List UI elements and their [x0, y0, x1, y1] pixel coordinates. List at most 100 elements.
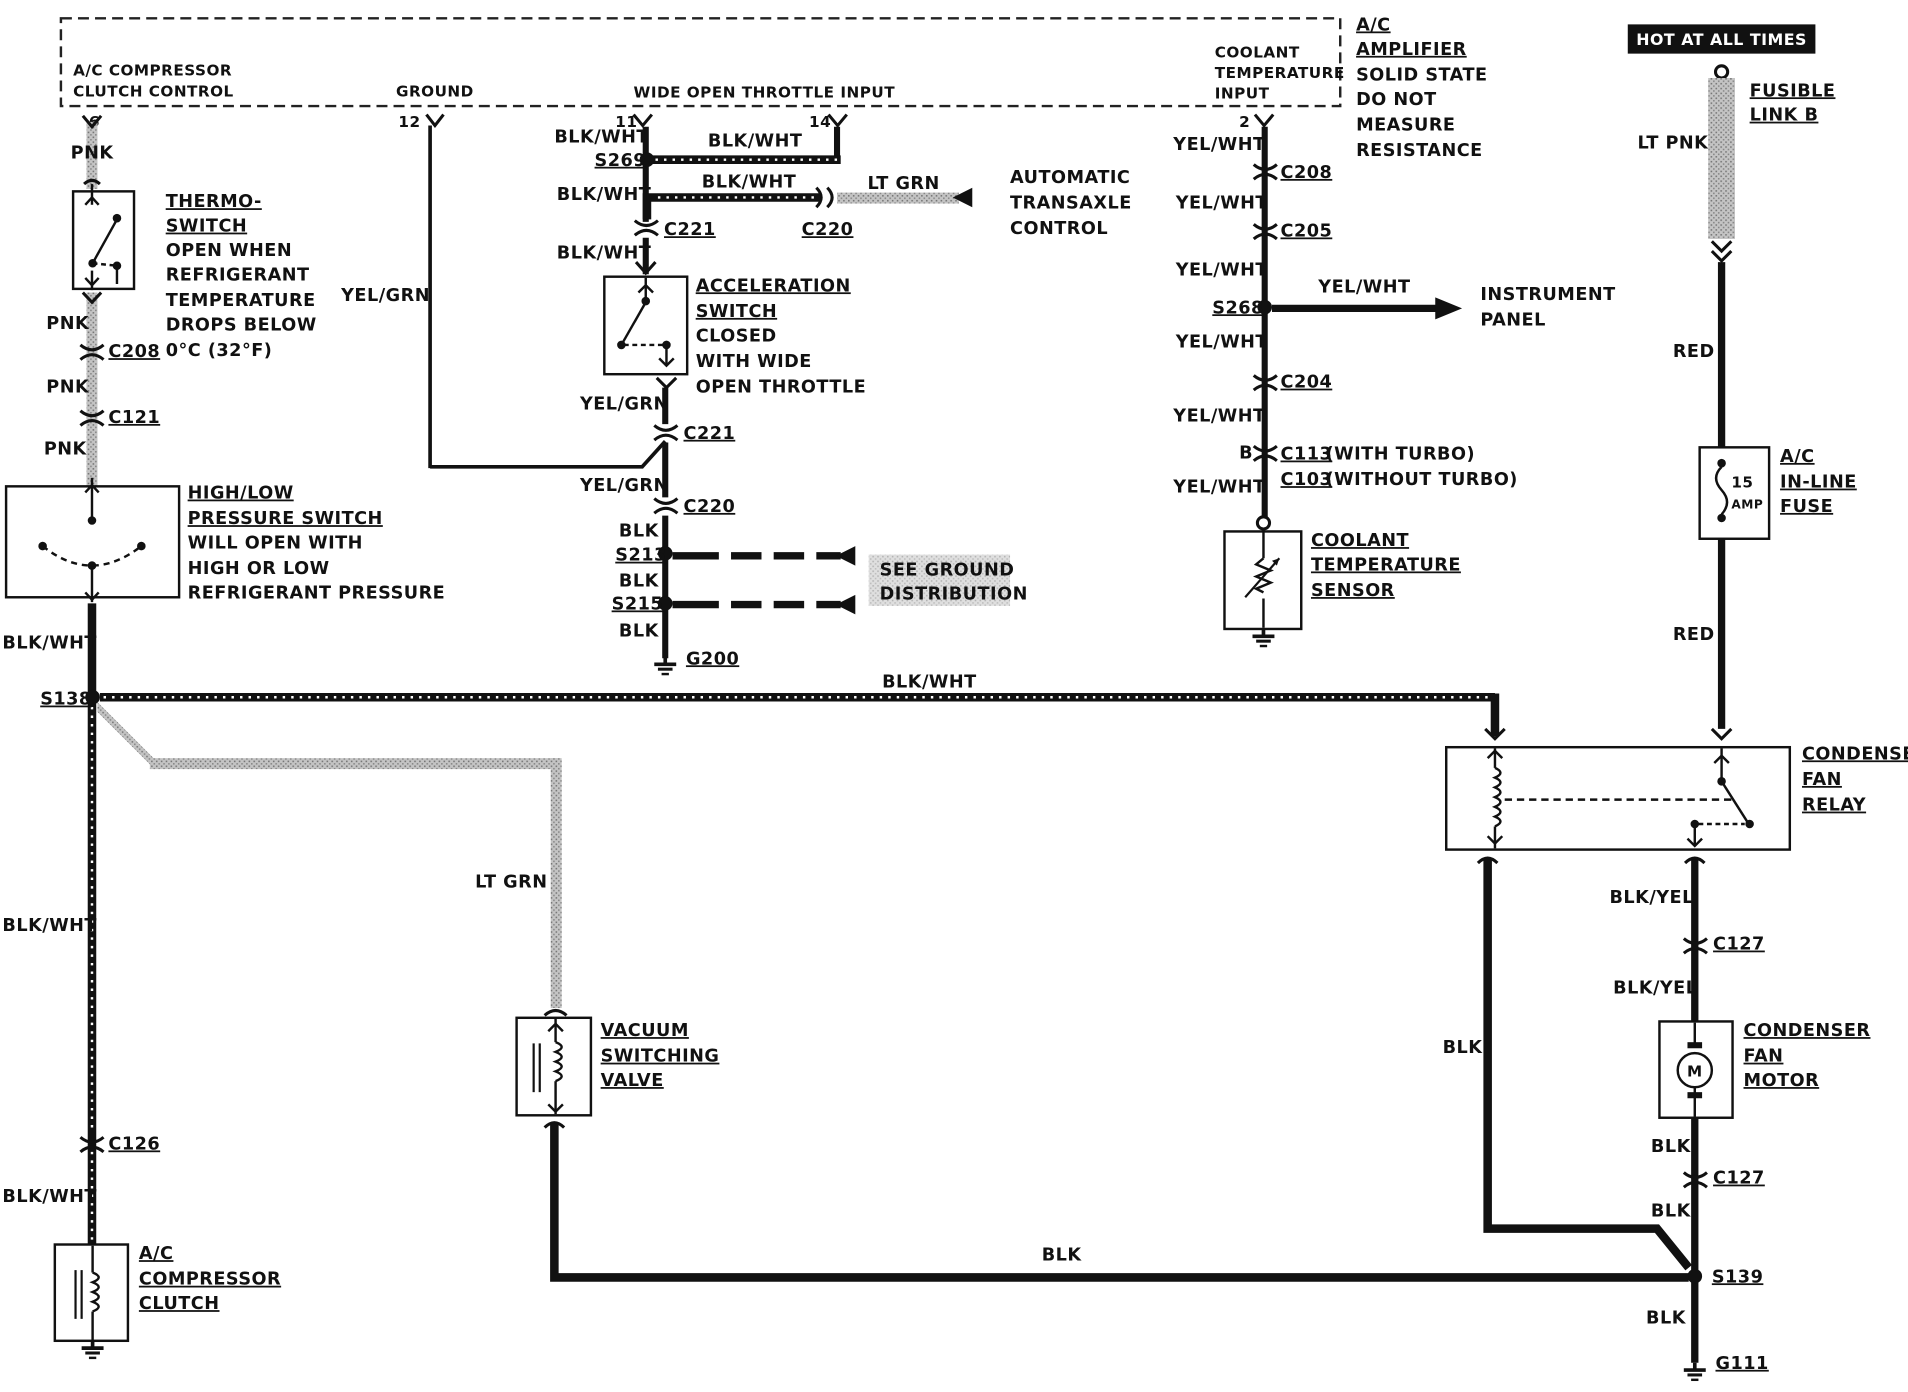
wire-label-yel-wht-3: YEL/WHT — [1175, 260, 1268, 280]
fusible-link-title-2: LINK B — [1750, 106, 1819, 126]
amp-coolant-input-1: COOLANT — [1215, 43, 1300, 61]
coolant-sensor-symbol — [1223, 515, 1303, 648]
compressor-clutch-title-1: A/C — [139, 1244, 174, 1264]
pressure-switch-title-1: HIGH/LOW — [188, 484, 294, 504]
amp-ground-label: GROUND — [396, 82, 474, 100]
pressure-switch-desc-3: REFRIGERANT PRESSURE — [188, 583, 446, 603]
see-ground-1: SEE GROUND — [880, 560, 1015, 580]
wire-label-blk-wht-3: BLK/WHT — [2, 1187, 97, 1207]
vacuum-valve-title-1: VACUUM — [601, 1021, 689, 1041]
wire-label-yel-grn-2: YEL/GRN — [579, 476, 669, 496]
see-ground-box — [868, 554, 1011, 606]
splice-s269: S269 — [595, 151, 647, 171]
condenser-fan-wiring — [1476, 856, 1708, 1382]
compressor-clutch-title-3: CLUTCH — [139, 1294, 220, 1314]
wire-label-blk-motor-1: BLK — [1651, 1137, 1692, 1157]
splice-s213: S213 — [615, 546, 667, 566]
wire-label-pnk-3: PNK — [46, 377, 90, 397]
inline-fuse-title-1: A/C — [1780, 447, 1815, 467]
wire-label-red-1: RED — [1673, 342, 1715, 362]
connector-c126: C126 — [108, 1134, 160, 1154]
amp-title-2: AMPLIFIER — [1356, 40, 1467, 60]
see-ground-2: DISTRIBUTION — [880, 585, 1028, 605]
fusible-link-wire — [1708, 64, 1735, 741]
connector-c103: C103 — [1281, 470, 1333, 490]
yel-grn-wire — [425, 113, 667, 469]
connector-c221-bottom: C221 — [684, 424, 736, 444]
wire-label-pnk-1: PNK — [71, 143, 115, 163]
wire-label-blk-motor-2: BLK — [1651, 1201, 1692, 1221]
connector-c126-symbol — [79, 1136, 105, 1154]
splice-s215: S215 — [612, 594, 664, 614]
condenser-relay-title-1: CONDENSER — [1802, 744, 1908, 764]
amp-wot-input-label: WIDE OPEN THROTTLE INPUT — [634, 84, 896, 102]
thermo-switch-desc-2: REFRIGERANT — [166, 265, 310, 285]
connector-c208-left: C208 — [108, 342, 160, 362]
inline-fuse-title-2: IN-LINE — [1780, 473, 1857, 493]
splice-s139: S139 — [1712, 1267, 1764, 1287]
auto-transaxle-2: TRANSAXLE — [1010, 193, 1132, 213]
thermo-switch-desc-1: OPEN WHEN — [166, 241, 292, 261]
amp-compressor-control-2: CLUTCH CONTROL — [73, 82, 234, 100]
wire-label-yel-wht-5: YEL/WHT — [1172, 407, 1265, 427]
pressure-switch-title-2: PRESSURE SWITCH — [188, 509, 383, 529]
condenser-relay-title-2: FAN — [1802, 770, 1842, 790]
connector-c127-bottom: C127 — [1713, 1169, 1765, 1189]
ground-g111: G111 — [1715, 1354, 1768, 1374]
wire-label-blk-ground: BLK — [1646, 1309, 1687, 1329]
thermo-switch-desc-3: TEMPERATURE — [166, 291, 316, 311]
wire-label-blk-wht-wot-5: BLK/WHT — [557, 243, 652, 263]
coolant-sensor-title-3: SENSOR — [1311, 581, 1395, 601]
splice-s138-dot — [85, 689, 100, 705]
condenser-motor-title-2: FAN — [1744, 1047, 1784, 1067]
pressure-switch-desc-2: HIGH OR LOW — [188, 559, 330, 579]
condenser-motor-title-3: MOTOR — [1744, 1071, 1820, 1091]
instrument-panel-2: PANEL — [1480, 310, 1546, 330]
wire-label-blk-wht-1: BLK/WHT — [2, 633, 97, 653]
connector-c221-top: C221 — [664, 220, 716, 240]
wire-label-yel-grn-left: YEL/GRN — [340, 286, 430, 306]
wire-label-yel-wht-panel: YEL/WHT — [1317, 278, 1410, 298]
thermo-switch-symbol — [71, 178, 136, 305]
amp-compressor-control-1: A/C COMPRESSOR — [73, 62, 232, 80]
wire-label-blk-bottom: BLK — [1042, 1245, 1083, 1265]
wire-label-blk-wht-wot-3: BLK/WHT — [557, 185, 652, 205]
inline-fuse-symbol — [1698, 446, 1771, 540]
wire-label-blk-3: BLK — [619, 621, 660, 641]
wot-input-wiring — [632, 113, 973, 276]
connector-c220-bottom: C220 — [684, 497, 736, 517]
acceleration-switch-symbol — [603, 275, 689, 376]
condenser-relay-symbol — [1445, 727, 1792, 851]
inline-fuse-unit: AMP — [1731, 497, 1763, 511]
wire-label-blk-1: BLK — [619, 521, 660, 541]
vacuum-valve-title-3: VALVE — [601, 1071, 664, 1091]
coolant-sensor-title-1: COOLANT — [1311, 531, 1409, 551]
wire-label-blk-wht-wot-1: BLK/WHT — [554, 128, 649, 148]
connector-c127-top: C127 — [1713, 935, 1765, 955]
pressure-switch-symbol — [4, 477, 181, 603]
vacuum-valve-symbol — [515, 1008, 593, 1117]
accel-switch-desc-3: OPEN THROTTLE — [696, 377, 866, 397]
inline-fuse-rating: 15 — [1731, 474, 1753, 492]
compressor-clutch-title-2: COMPRESSOR — [139, 1270, 281, 1290]
pin-2: 2 — [1239, 113, 1250, 131]
condenser-fan-motor-symbol — [1658, 1020, 1734, 1119]
pin-14: 14 — [809, 113, 831, 131]
wire-label-yel-grn-1: YEL/GRN — [579, 395, 669, 415]
connector-c208-left-symbol — [79, 343, 105, 361]
yel-wht-wire — [1252, 113, 1463, 519]
wire-label-blk-2: BLK — [619, 571, 660, 591]
connector-c220-top: C220 — [802, 220, 854, 240]
amp-note-2: DO NOT — [1356, 90, 1437, 110]
connector-c208-right: C208 — [1281, 163, 1333, 183]
wire-label-blk-yel-2: BLK/YEL — [1613, 978, 1697, 998]
amp-title-1: A/C — [1356, 15, 1391, 35]
fusible-link-title-1: FUSIBLE — [1750, 81, 1836, 101]
coolant-sensor-title-2: TEMPERATURE — [1311, 555, 1461, 575]
wire-label-yel-wht-2: YEL/WHT — [1175, 193, 1268, 213]
accel-switch-desc-2: WITH WIDE — [696, 352, 812, 372]
pin-12: 12 — [398, 113, 420, 131]
auto-transaxle-1: AUTOMATIC — [1010, 168, 1130, 188]
accel-switch-title-2: SWITCH — [696, 302, 777, 322]
